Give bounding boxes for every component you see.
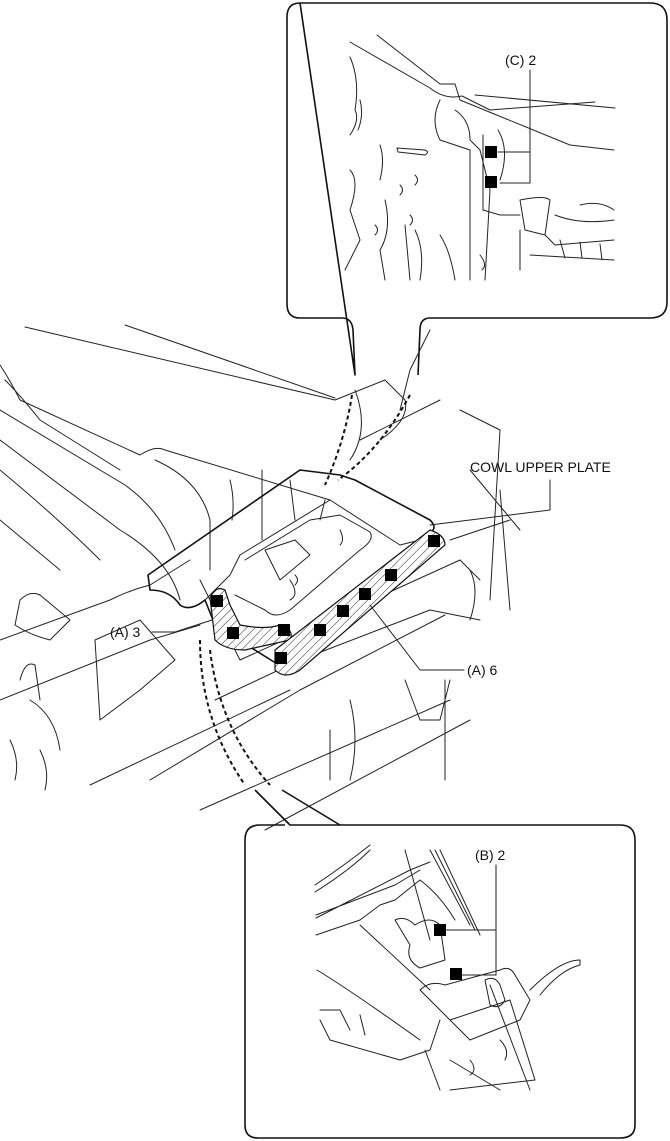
label-group-a-right: (A) 6 bbox=[467, 662, 498, 678]
dashed-arc-c2 bbox=[337, 394, 411, 481]
weld-marker-a4 bbox=[275, 652, 287, 664]
label-cowl-upper-plate: COWL UPPER PLATE bbox=[470, 459, 611, 475]
leader-c bbox=[497, 69, 531, 184]
dashed-arc-b1 bbox=[199, 639, 246, 786]
callout-b-frame bbox=[244, 789, 636, 1139]
weld-marker-a6 bbox=[337, 605, 349, 617]
label-group-c: (C) 2 bbox=[505, 52, 536, 68]
callout-c-frame bbox=[286, 2, 668, 376]
label-group-b: (B) 2 bbox=[475, 847, 506, 863]
weld-marker-a9 bbox=[428, 535, 440, 547]
dashed-arc-b2 bbox=[209, 649, 271, 786]
weld-marker-a1 bbox=[211, 595, 223, 607]
callout-b-linework bbox=[314, 844, 581, 1091]
weld-marker-a8 bbox=[385, 569, 397, 581]
weld-marker-a3 bbox=[278, 624, 290, 636]
weld-marker-c1 bbox=[485, 146, 497, 158]
weld-marker-a7 bbox=[359, 588, 371, 600]
dashed-arc-c1 bbox=[324, 394, 353, 486]
leader-a-right bbox=[369, 604, 465, 671]
detail-callout-b: (B) 2 bbox=[244, 789, 636, 1139]
weld-marker-a2 bbox=[227, 627, 239, 639]
label-group-a-left: (A) 3 bbox=[110, 624, 141, 640]
leader-a-left bbox=[151, 619, 213, 633]
leader-cowl-upper-plate bbox=[429, 479, 551, 526]
callout-c-linework bbox=[344, 34, 616, 281]
weld-marker-c2 bbox=[485, 176, 497, 188]
cowl-upper-plate bbox=[147, 469, 435, 673]
detail-callout-c: (C) 2 bbox=[286, 2, 668, 376]
main-view-linework bbox=[0, 324, 521, 831]
weld-zone-a-right bbox=[274, 529, 446, 676]
weld-marker-b1 bbox=[434, 924, 446, 936]
leader-b bbox=[445, 864, 497, 976]
weld-marker-a5 bbox=[314, 624, 326, 636]
weld-marker-b2 bbox=[450, 968, 462, 980]
